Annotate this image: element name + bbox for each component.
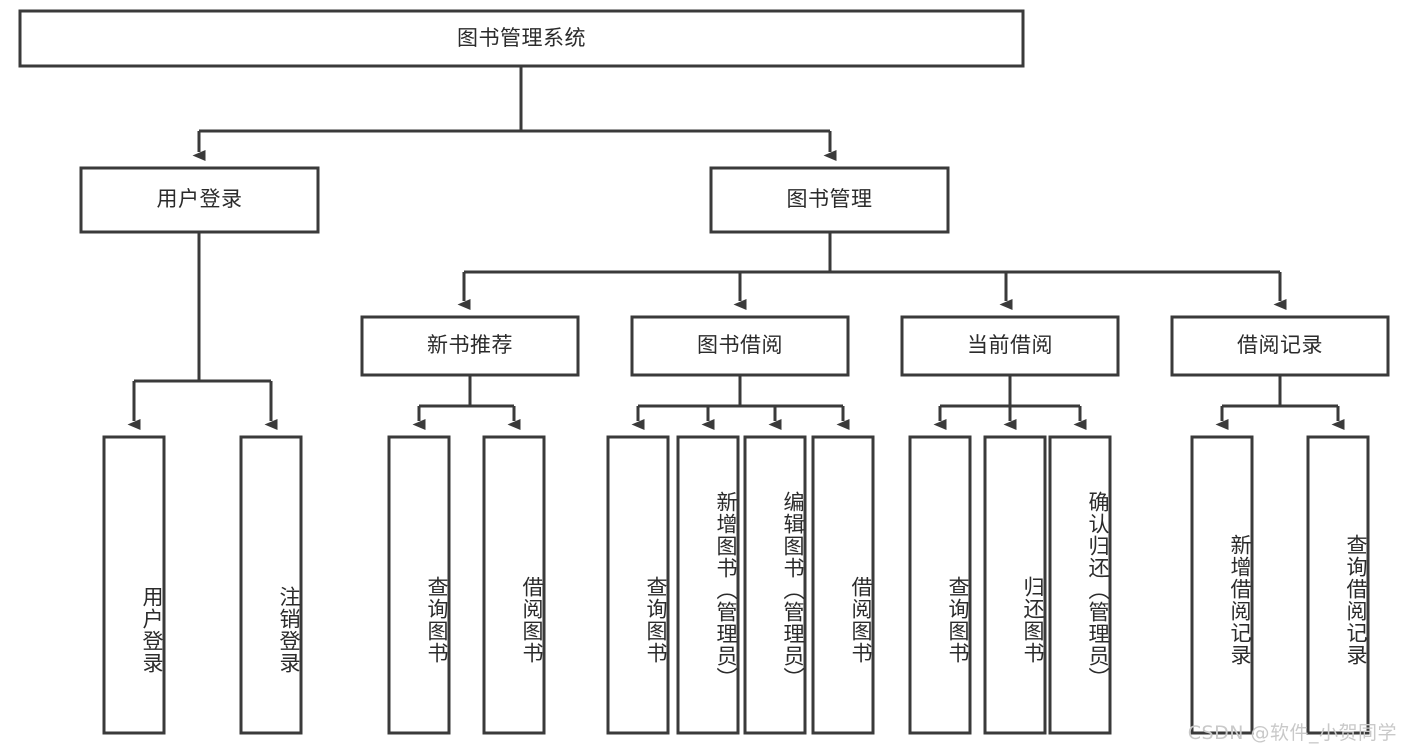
node-box-borrow-record[interactable] xyxy=(1170,315,1390,377)
node-box-leaf-add-book-admin[interactable] xyxy=(676,435,740,735)
node-box-leaf-return-book[interactable] xyxy=(983,435,1047,735)
edge-group-book-manage xyxy=(457,232,1287,310)
edge-group-new-book-recommend xyxy=(412,375,521,430)
node-box-leaf-logout[interactable] xyxy=(239,435,303,735)
edge-group-borrow-record xyxy=(1215,375,1345,430)
edge-group-user-login xyxy=(127,232,278,430)
node-box-book-manage[interactable] xyxy=(709,166,950,234)
node-box-leaf-add-borrow-record[interactable] xyxy=(1190,435,1254,735)
node-box-book-borrow[interactable] xyxy=(630,315,850,377)
node-box-leaf-user-login[interactable] xyxy=(102,435,166,735)
node-box-leaf-confirm-return-admin[interactable] xyxy=(1048,435,1112,735)
node-box-leaf-borrow-book-1[interactable] xyxy=(482,435,546,735)
node-box-current-borrow[interactable] xyxy=(900,315,1120,377)
node-box-leaf-edit-book-admin[interactable] xyxy=(743,435,807,735)
node-box-leaf-query-book-3[interactable] xyxy=(908,435,972,735)
node-box-user-login[interactable] xyxy=(79,166,320,234)
edge-group-book-borrow xyxy=(631,375,850,430)
node-box-root[interactable] xyxy=(18,9,1025,68)
node-box-leaf-query-book-2[interactable] xyxy=(606,435,670,735)
node-box-new-book-recommend[interactable] xyxy=(360,315,580,377)
node-box-leaf-query-book-1[interactable] xyxy=(387,435,451,735)
node-box-leaf-query-borrow-record[interactable] xyxy=(1306,435,1370,735)
edge-group-current-borrow xyxy=(933,375,1087,430)
edge-group-root xyxy=(192,66,837,161)
node-box-leaf-borrow-book-2[interactable] xyxy=(811,435,875,735)
